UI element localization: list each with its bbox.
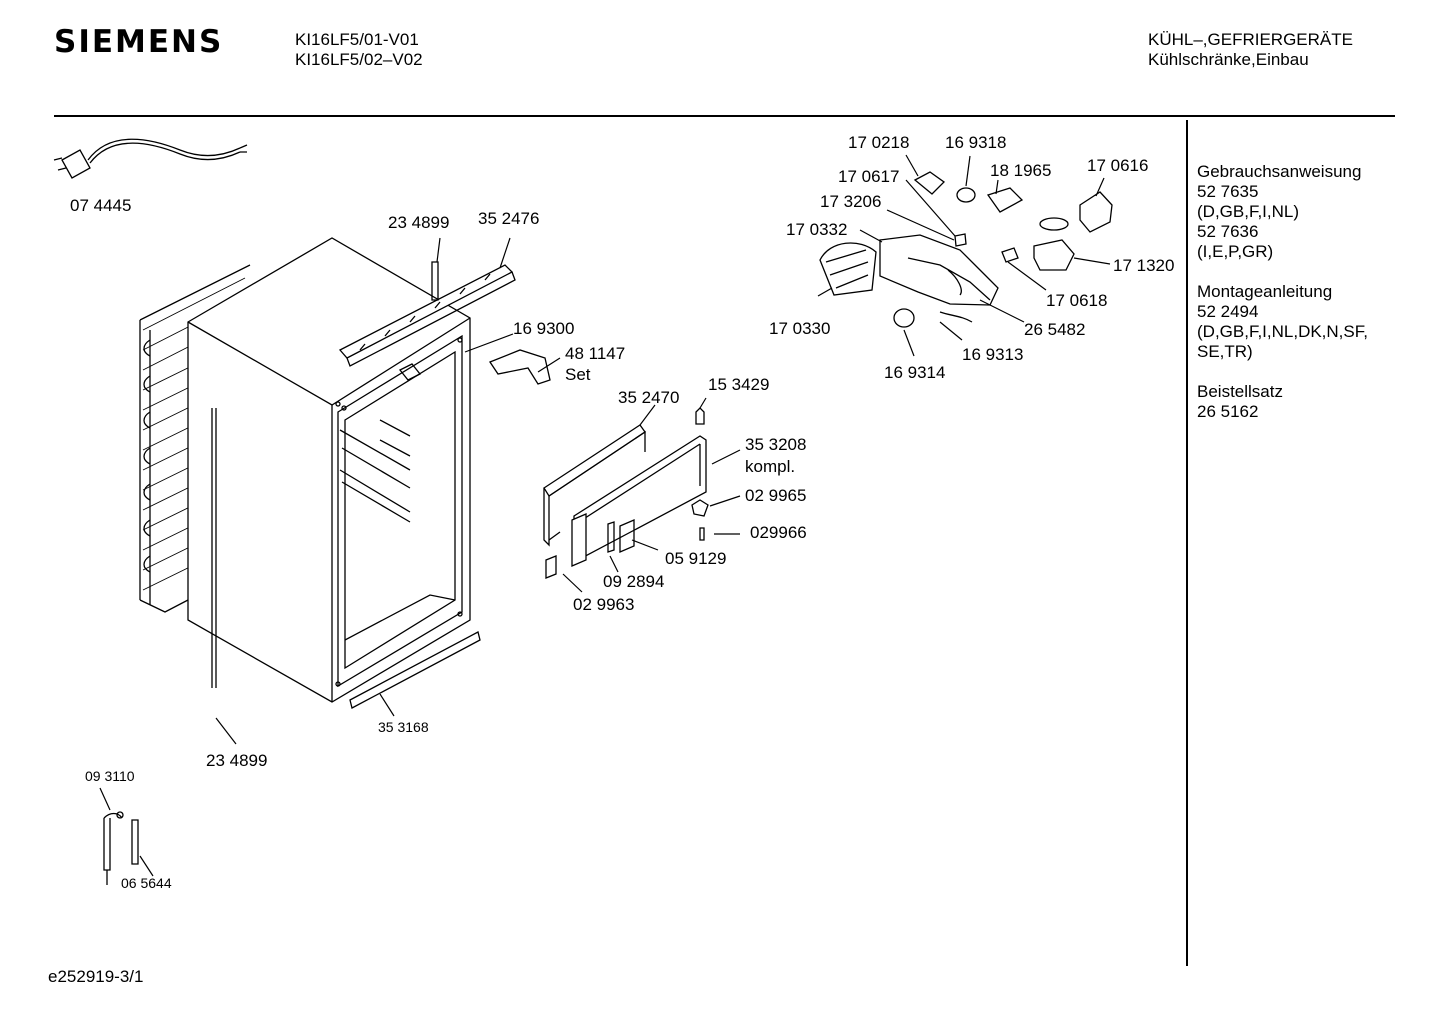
documents-panel: Gebrauchsanweisung 52 7635 (D,GB,F,I,NL)…	[1197, 162, 1368, 442]
part-label: 16 9318	[945, 133, 1006, 152]
part-label: 17 0330	[769, 319, 830, 338]
diagram-code: e252919-3/1	[48, 967, 144, 986]
part-label: 17 1320	[1113, 256, 1174, 275]
switch-bracket-drawing	[398, 349, 551, 385]
part-label: 17 0618	[1046, 291, 1107, 310]
doc-line: (D,GB,F,I,NL,DK,N,SF,	[1197, 322, 1368, 341]
model-numbers: KI16LF5/01-V01 KI16LF5/02–V02	[295, 30, 423, 70]
part-label: 09 2894	[603, 572, 664, 591]
part-label: 16 9300	[513, 319, 574, 338]
door-small-parts-drawing	[545, 407, 709, 579]
doc-line: Gebrauchsanweisung	[1197, 162, 1362, 181]
doc-line: Montageanleitung	[1197, 282, 1333, 301]
sensor-drawing	[103, 811, 139, 885]
part-label: kompl.	[745, 457, 795, 476]
part-label: 07 4445	[70, 196, 131, 215]
doc-line: Beistellsatz	[1197, 382, 1283, 401]
doc-line: 52 7636	[1197, 222, 1259, 241]
power-cord-drawing	[53, 138, 248, 179]
part-label: 16 9314	[884, 363, 945, 382]
part-label: 35 3208	[745, 435, 806, 454]
part-label: 18 1965	[990, 161, 1051, 180]
doc-line: 52 2494	[1197, 302, 1259, 321]
part-label: 48 1147	[565, 344, 625, 363]
part-label: 06 5644	[121, 875, 172, 891]
part-label: 35 2470	[618, 388, 679, 407]
bottom-gasket-drawing	[349, 631, 481, 709]
model-number: KI16LF5/01-V01	[295, 30, 419, 49]
category-title: KÜHL–,GEFRIERGERÄTE Kühlschränke,Einbau	[1148, 30, 1353, 70]
part-label: 35 3168	[378, 719, 429, 735]
part-label: 17 3206	[820, 192, 881, 211]
cabinet-drawing	[187, 237, 471, 703]
doc-group-accessory: Beistellsatz 26 5162	[1197, 382, 1368, 422]
part-label: 23 4899	[206, 751, 267, 770]
part-label: 17 0617	[838, 167, 899, 186]
part-label: 029966	[750, 523, 807, 542]
leader-lines	[99, 154, 1111, 877]
part-label: Set	[565, 365, 591, 384]
part-label: 02 9963	[573, 595, 634, 614]
doc-line: 52 7635	[1197, 182, 1259, 201]
doc-line: SE,TR)	[1197, 342, 1253, 361]
part-label: 23 4899	[388, 213, 449, 232]
lamp-assembly-drawing	[819, 171, 1113, 328]
door-drawing	[543, 424, 707, 567]
category-line: Kühlschränke,Einbau	[1148, 50, 1309, 69]
part-label: 17 0332	[786, 220, 847, 239]
top-rail-drawing	[338, 261, 516, 367]
header-divider	[54, 115, 1395, 117]
part-label: 17 0218	[848, 133, 909, 152]
category-line: KÜHL–,GEFRIERGERÄTE	[1148, 30, 1353, 49]
condenser-drawing	[139, 264, 251, 613]
doc-group-installation: Montageanleitung 52 2494 (D,GB,F,I,NL,DK…	[1197, 282, 1368, 362]
part-label: 05 9129	[665, 549, 726, 568]
brand-logo: SIEMENS	[54, 24, 224, 60]
part-label: 02 9965	[745, 486, 806, 505]
doc-line: (D,GB,F,I,NL)	[1197, 202, 1300, 221]
part-label: 17 0616	[1087, 156, 1148, 175]
doc-group-instructions: Gebrauchsanweisung 52 7635 (D,GB,F,I,NL)…	[1197, 162, 1368, 262]
part-label: 09 3110	[85, 768, 135, 784]
model-number: KI16LF5/02–V02	[295, 50, 423, 69]
part-label: 15 3429	[708, 375, 769, 394]
part-label: 35 2476	[478, 209, 539, 228]
part-label: 26 5482	[1024, 320, 1085, 339]
part-label: 16 9313	[962, 345, 1023, 364]
doc-line: 26 5162	[1197, 402, 1259, 421]
sidebar-divider	[1186, 120, 1188, 966]
doc-line: (I,E,P,GR)	[1197, 242, 1274, 261]
